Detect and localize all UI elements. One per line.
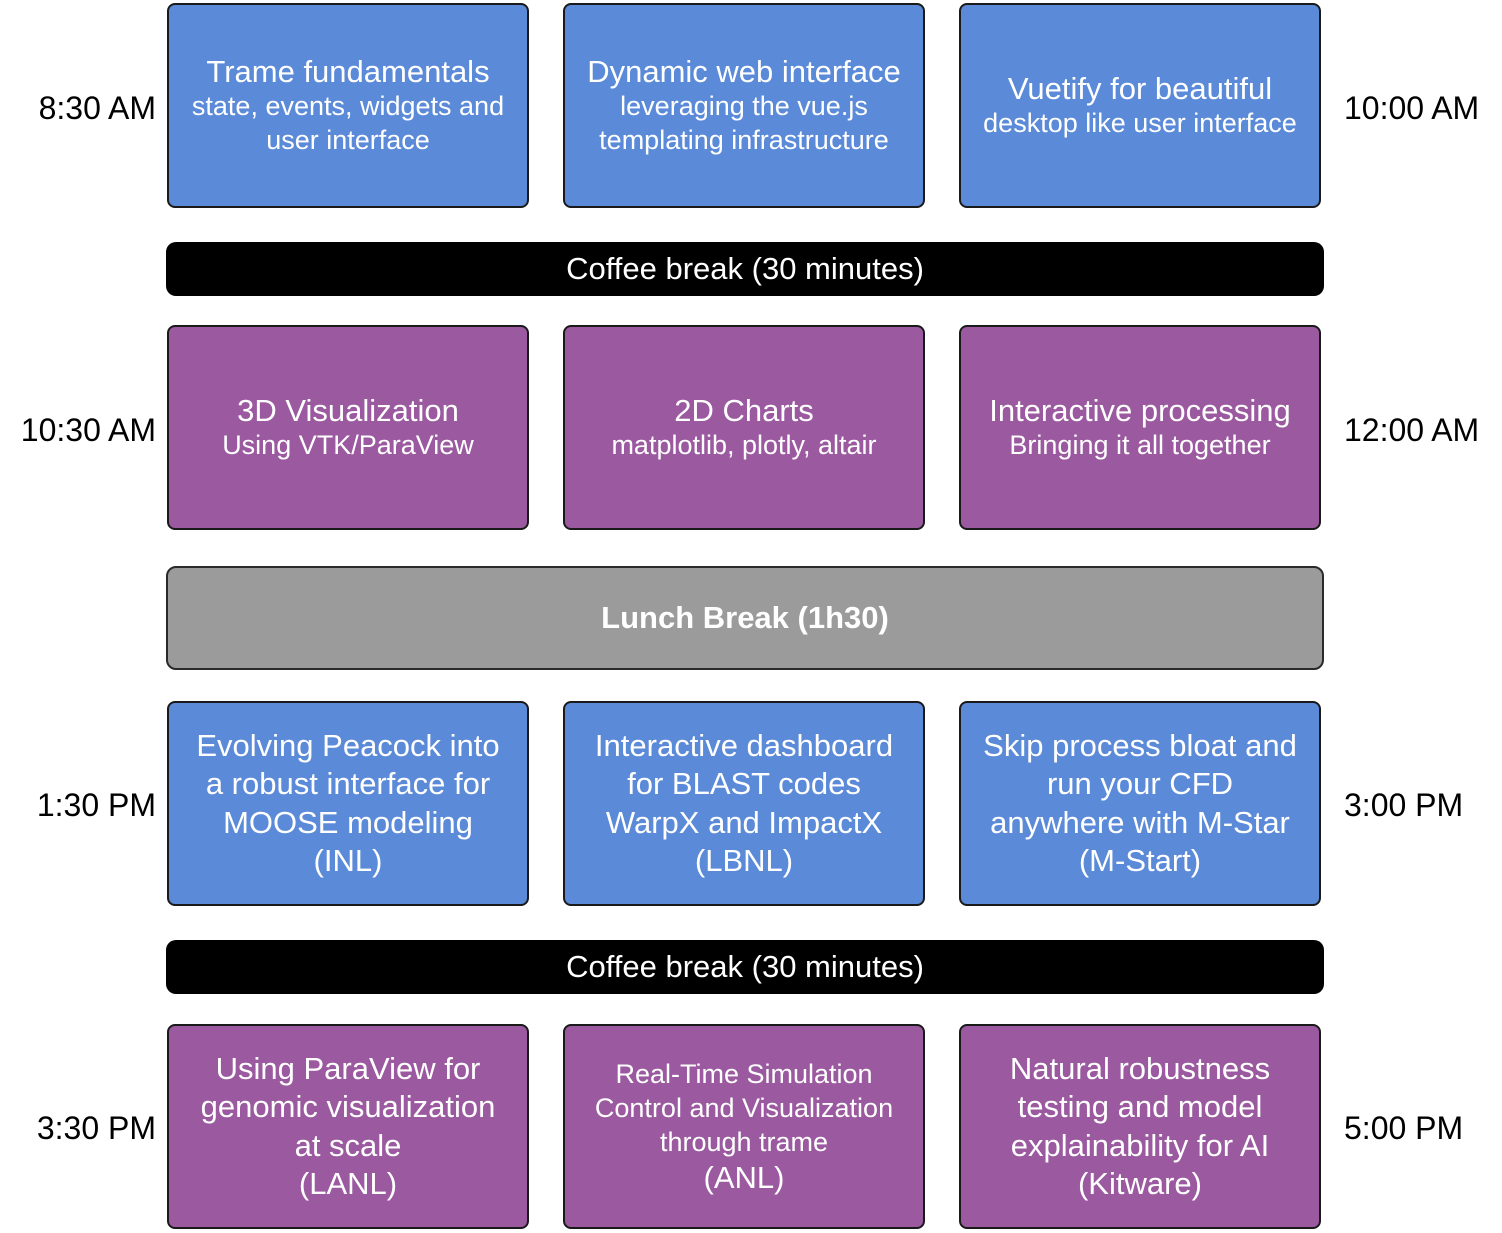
session-realtime-simulation[interactable]: Real-Time Simulation Control and Visuali… (563, 1024, 925, 1229)
session-line: anywhere with M-Star (990, 804, 1290, 840)
session-subtitle: templating infrastructure (599, 125, 889, 155)
session-line: Natural robustness (1009, 1050, 1271, 1086)
time-row4-start: 3:30 PM (36, 1110, 156, 1146)
coffee-break-afternoon: Coffee break (30 minutes) (166, 940, 1324, 994)
time-row3-start: 1:30 PM (36, 787, 156, 823)
time-row3-end: 3:00 PM (1344, 787, 1464, 823)
session-subtitle: leveraging the vue.js (620, 91, 868, 121)
lunch-break: Lunch Break (1h30) (166, 566, 1324, 670)
time-row4-end: 5:00 PM (1344, 1110, 1464, 1146)
session-org: (INL) (313, 843, 383, 878)
session-org: (Kitware) (1077, 1166, 1202, 1201)
session-vuetify[interactable]: Vuetify for beautiful desktop like user … (959, 3, 1321, 208)
session-interactive-processing[interactable]: Interactive processing Bringing it all t… (959, 325, 1321, 530)
coffee-break-morning: Coffee break (30 minutes) (166, 242, 1324, 296)
session-line: for BLAST codes (627, 766, 861, 801)
session-subtitle: user interface (266, 125, 430, 155)
session-ai-robustness[interactable]: Natural robustness testing and model exp… (959, 1024, 1321, 1229)
session-title: Dynamic web interface (587, 54, 901, 89)
session-line: Using ParaView for (215, 1050, 481, 1086)
session-subtitle: state, events, widgets and (191, 91, 505, 121)
time-row2-start: 10:30 AM (20, 412, 156, 448)
session-org: (M-Start) (1078, 843, 1202, 878)
session-line: explainability for AI (1010, 1127, 1270, 1163)
session-line: MOOSE modeling (223, 804, 473, 840)
session-line: testing and model (1017, 1089, 1263, 1124)
session-org: (LANL) (298, 1166, 398, 1201)
session-subtitle: desktop like user interface (983, 108, 1297, 138)
time-row1-start: 8:30 AM (38, 90, 156, 126)
session-line: through trame (659, 1126, 829, 1157)
session-line: Interactive dashboard (594, 727, 894, 763)
session-org: (LBNL) (694, 843, 794, 878)
session-line: WarpX and ImpactX (605, 804, 883, 840)
session-paraview-genomic[interactable]: Using ParaView for genomic visualization… (167, 1024, 529, 1229)
session-2d-charts[interactable]: 2D Charts matplotlib, plotly, altair (563, 325, 925, 530)
session-line: Real-Time Simulation (615, 1058, 873, 1089)
session-title: Trame fundamentals (206, 54, 490, 89)
session-title: 3D Visualization (237, 393, 459, 428)
session-blast-dashboard[interactable]: Interactive dashboard for BLAST codes Wa… (563, 701, 925, 906)
session-line: genomic visualization (200, 1089, 496, 1124)
session-line: run your CFD (1046, 766, 1234, 801)
session-line: Skip process bloat and (983, 727, 1297, 763)
time-row1-end: 10:00 AM (1344, 90, 1480, 126)
session-title: Interactive processing (989, 393, 1291, 428)
session-subtitle: Using VTK/ParaView (222, 430, 474, 460)
session-trame-fundamentals[interactable]: Trame fundamentals state, events, widget… (167, 3, 529, 208)
session-peacock-moose[interactable]: Evolving Peacock into a robust interface… (167, 701, 529, 906)
session-line: Control and Visualization (594, 1092, 894, 1123)
session-title: Vuetify for beautiful (1007, 71, 1273, 106)
session-line: a robust interface for (205, 766, 491, 801)
session-dynamic-web-interface[interactable]: Dynamic web interface leveraging the vue… (563, 3, 925, 208)
session-org: (ANL) (703, 1159, 785, 1195)
session-mstar-cfd[interactable]: Skip process bloat and run your CFD anyw… (959, 701, 1321, 906)
session-title: 2D Charts (674, 393, 814, 428)
session-line: at scale (294, 1127, 402, 1163)
session-subtitle: Bringing it all together (1009, 430, 1271, 460)
session-subtitle: matplotlib, plotly, altair (611, 430, 877, 460)
time-row2-end: 12:00 AM (1344, 412, 1480, 448)
session-3d-visualization[interactable]: 3D Visualization Using VTK/ParaView (167, 325, 529, 530)
session-line: Evolving Peacock into (196, 727, 500, 763)
